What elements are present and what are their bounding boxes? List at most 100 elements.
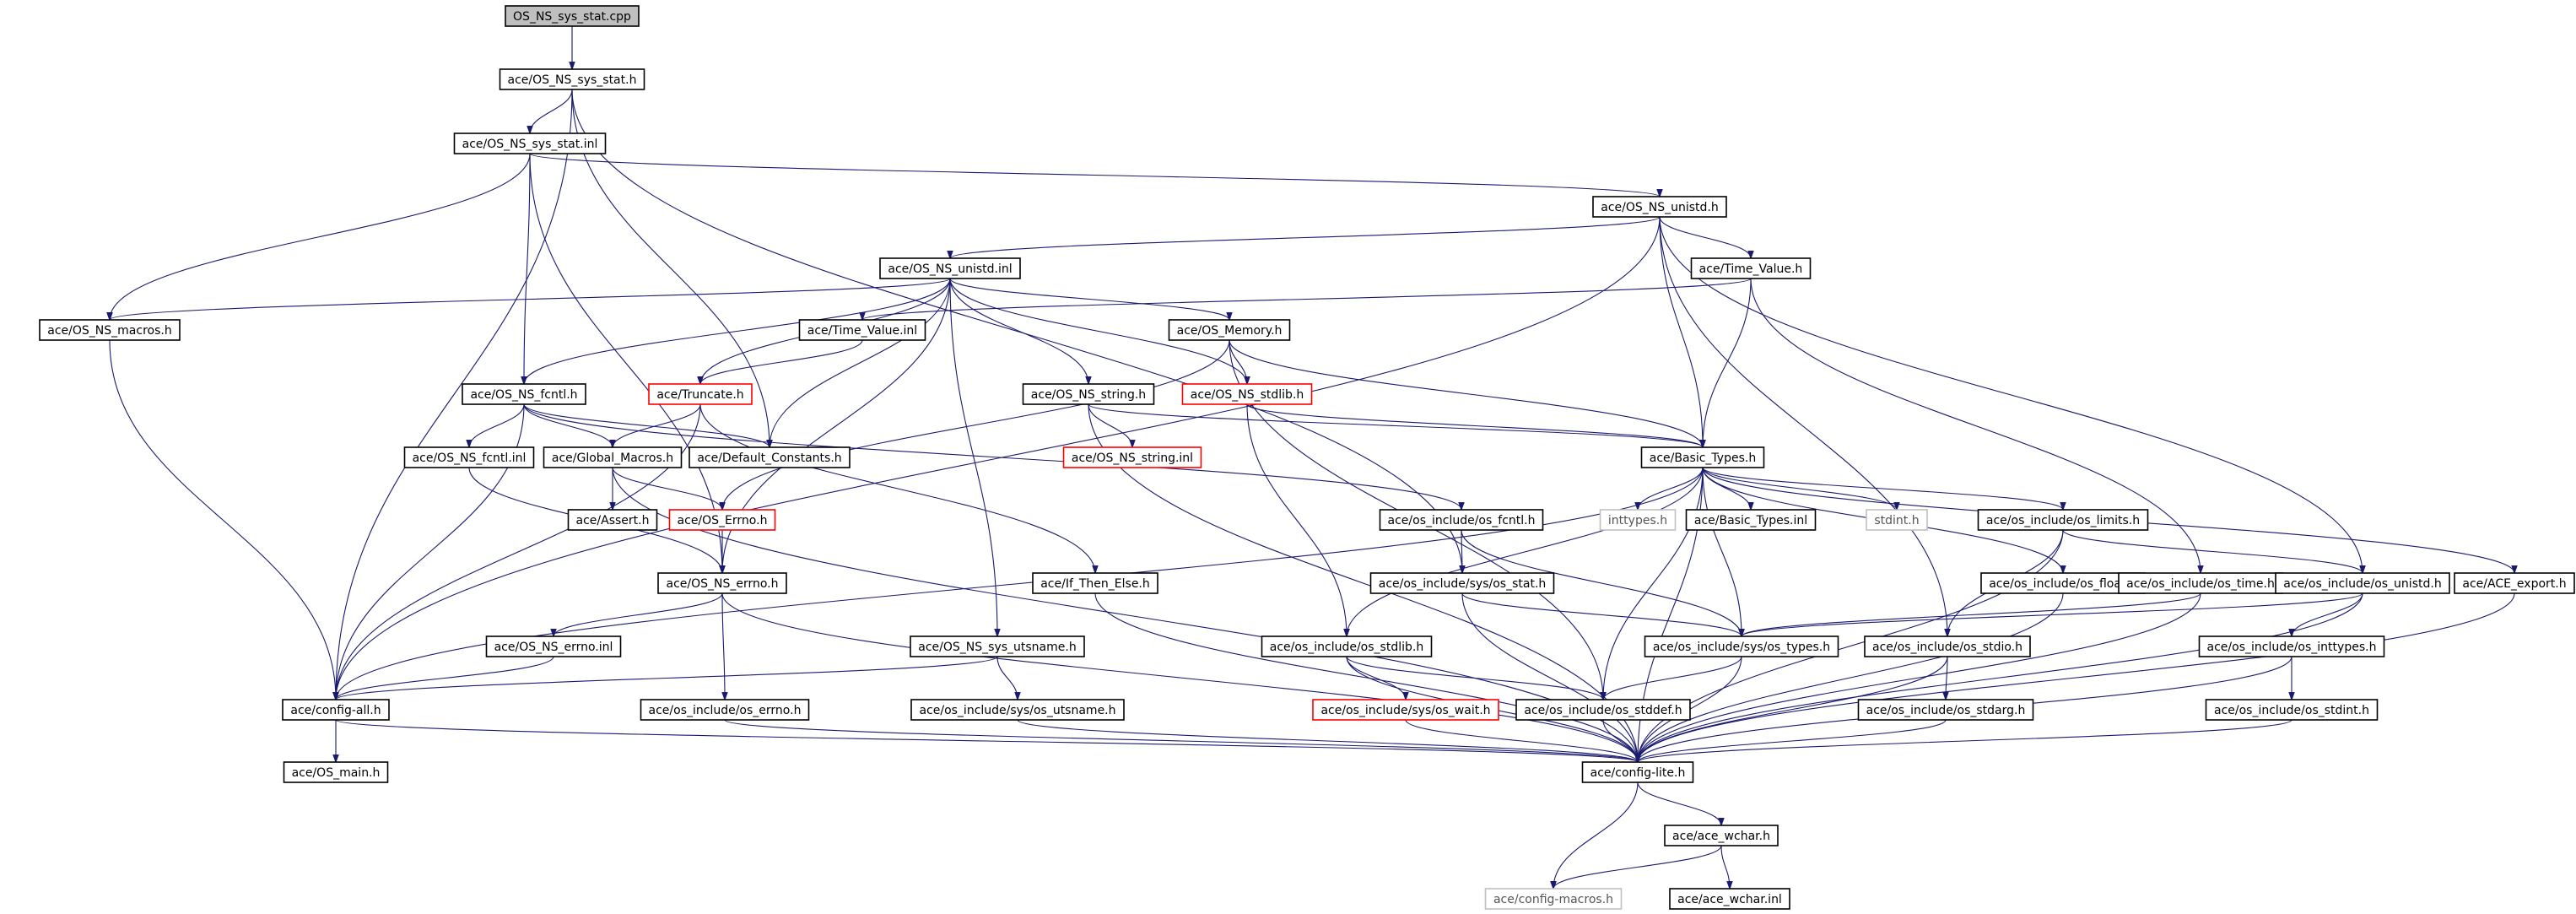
node-ace-os-include-os-float-h[interactable]: ace/os_include/os_float.h [1980, 572, 2146, 594]
node-ace-os-include-os-errno-h[interactable]: ace/os_include/os_errno.h [640, 699, 810, 721]
node-box [485, 635, 622, 657]
node-ace-os-include-os-time-h[interactable]: ace/os_include/os_time.h [2118, 572, 2283, 594]
edge-n32-n47 [1638, 592, 2515, 762]
node-label: ace/OS_NS_string.h [1031, 388, 1146, 402]
edge-n31-n38 [2292, 592, 2363, 636]
edge-n44-n47 [1638, 719, 1947, 762]
edge-n13-n18 [1246, 403, 1703, 447]
edge-n2-n39 [336, 89, 573, 700]
edge-n10-n16 [523, 403, 770, 447]
node-box [657, 572, 787, 594]
node-os-ns-sys-stat-cpp: OS_NS_sys_stat.cpp [505, 5, 640, 27]
edge-n33-n39 [336, 656, 554, 700]
node-ace-os-include-os-stdlib-h[interactable]: ace/os_include/os_stdlib.h [1261, 635, 1433, 657]
node-ace-os-memory-h[interactable]: ace/OS_Memory.h [1168, 319, 1291, 341]
edge-n36-n43 [1603, 656, 1742, 700]
edge-n26-n47 [721, 592, 1638, 762]
node-label: ace/OS_NS_unistd.h [1601, 201, 1719, 214]
node-box [462, 383, 586, 405]
node-ace-os-ns-errno-h[interactable]: ace/OS_NS_errno.h [657, 572, 787, 594]
node-ace-config-all-h[interactable]: ace/config-all.h [282, 699, 390, 721]
node-ace-time-value-inl[interactable]: ace/Time_Value.inl [798, 319, 926, 341]
node-ace-os-ns-macros-h[interactable]: ace/OS_NS_macros.h [39, 319, 181, 341]
edge-n5-n13 [949, 278, 1247, 384]
edge-n42-n47 [1405, 719, 1638, 762]
node-label: ace/os_include/os_stdint.h [2214, 704, 2369, 717]
node-ace-os-include-os-stdint-h[interactable]: ace/os_include/os_stdint.h [2205, 699, 2379, 721]
node-ace-os-include-sys-os-types-h[interactable]: ace/os_include/sys/os_types.h [1644, 635, 1839, 657]
node-ace-os-include-sys-os-stat-h[interactable]: ace/os_include/sys/os_stat.h [1369, 572, 1555, 594]
node-label: ace/Truncate.h [656, 388, 743, 402]
node-box [1640, 446, 1765, 468]
node-ace-os-ns-string-inl[interactable]: ace/OS_NS_string.inl [1062, 446, 1202, 468]
node-ace-os-ns-string-h[interactable]: ace/OS_NS_string.h [1022, 383, 1155, 405]
edge-n28-n36 [1461, 592, 1742, 636]
node-ace-os-ns-fcntl-h[interactable]: ace/OS_NS_fcntl.h [462, 383, 586, 405]
node-box [283, 761, 389, 783]
node-box [1864, 635, 2031, 657]
node-ace-os-errno-h[interactable]: ace/OS_Errno.h [668, 509, 776, 531]
node-ace-os-ns-unistd-h[interactable]: ace/OS_NS_unistd.h [1592, 196, 1727, 218]
node-ace-os-include-sys-os-utsname-h[interactable]: ace/os_include/sys/os_utsname.h [910, 699, 1125, 721]
node-ace-if-then-else-h[interactable]: ace/If_Then_Else.h [1032, 572, 1158, 594]
node-label: ace/os_include/os_fcntl.h [1388, 514, 1536, 527]
node-ace-os-ns-stdlib-h[interactable]: ace/OS_NS_stdlib.h [1181, 383, 1313, 405]
node-ace-os-ns-errno-inl[interactable]: ace/OS_NS_errno.inl [485, 635, 622, 657]
edge-n34-n41 [996, 656, 1018, 700]
node-label: inttypes.h [1608, 514, 1667, 527]
node-ace-os-include-sys-os-wait-h[interactable]: ace/os_include/sys/os_wait.h [1312, 699, 1499, 721]
node-label: ace/Basic_Types.inl [1694, 514, 1807, 527]
node-label: ace/OS_NS_stdlib.h [1191, 388, 1304, 402]
node-ace-os-include-os-stdarg-h[interactable]: ace/os_include/os_stdarg.h [1857, 699, 2034, 721]
node-box [1369, 572, 1555, 594]
node-box [1664, 825, 1779, 846]
node-ace-default-constants-h[interactable]: ace/Default_Constants.h [689, 446, 851, 468]
node-ace-os-ns-sys-stat-inl[interactable]: ace/OS_NS_sys_stat.inl [453, 133, 607, 154]
node-ace-ace-export-h[interactable]: ace/ACE_export.h [2454, 572, 2575, 594]
node-ace-time-value-h[interactable]: ace/Time_Value.h [1690, 257, 1812, 279]
node-ace-os-ns-sys-stat-h[interactable]: ace/OS_NS_sys_stat.h [499, 68, 645, 90]
node-ace-os-ns-sys-utsname-h[interactable]: ace/OS_NS_sys_utsname.h [910, 635, 1085, 657]
edge-n4-n37 [1659, 216, 1947, 636]
node-ace-os-ns-fcntl-inl[interactable]: ace/OS_NS_fcntl.inl [403, 446, 535, 468]
node-box [1484, 888, 1623, 910]
node-ace-os-include-os-limits-h[interactable]: ace/os_include/os_limits.h [1977, 509, 2149, 531]
edge-n26-n33 [554, 592, 723, 636]
edge-n3-n4 [529, 153, 1660, 197]
node-label: ace/os_include/os_stddef.h [1524, 704, 1682, 717]
node-ace-basic-types-inl[interactable]: ace/Basic_Types.inl [1685, 509, 1817, 531]
edge-n4-n18 [1659, 216, 1703, 447]
node-box [1062, 446, 1202, 468]
node-ace-os-include-os-stddef-h[interactable]: ace/os_include/os_stddef.h [1515, 699, 1691, 721]
node-stdint-h[interactable]: stdint.h [1866, 509, 1928, 531]
edge-n47-n49 [1553, 781, 1639, 889]
node-ace-ace-wchar-inl[interactable]: ace/ace_wchar.inl [1669, 888, 1790, 910]
node-ace-os-include-os-unistd-h[interactable]: ace/os_include/os_unistd.h [2275, 572, 2450, 594]
node-box [1866, 509, 1928, 531]
edge-n2-n3 [530, 89, 573, 133]
node-ace-os-ns-unistd-inl[interactable]: ace/OS_NS_unistd.inl [879, 257, 1021, 279]
node-ace-truncate-h[interactable]: ace/Truncate.h [648, 383, 753, 405]
node-label: ace/ACE_export.h [2462, 577, 2566, 591]
node-ace-global-macros-h[interactable]: ace/Global_Macros.h [543, 446, 683, 468]
edge-n25-n47 [1638, 529, 2064, 762]
node-box [1581, 761, 1694, 783]
node-ace-ace-wchar-h[interactable]: ace/ace_wchar.h [1664, 825, 1779, 846]
edge-n4-n31 [1659, 216, 2363, 573]
node-label: ace/OS_NS_sys_stat.h [508, 73, 637, 87]
node-box [1857, 699, 2034, 721]
node-ace-os-include-os-inttypes-h[interactable]: ace/os_include/os_inttypes.h [2198, 635, 2385, 657]
node-ace-config-macros-h[interactable]: ace/config-macros.h [1484, 888, 1623, 910]
edge-n29-n47 [1638, 592, 2064, 762]
node-ace-basic-types-h[interactable]: ace/Basic_Types.h [1640, 446, 1765, 468]
node-ace-os-include-os-fcntl-h[interactable]: ace/os_include/os_fcntl.h [1379, 509, 1544, 531]
edge-n4-n6 [1659, 216, 1751, 258]
node-ace-os-include-os-stdio-h[interactable]: ace/os_include/os_stdio.h [1864, 635, 2031, 657]
node-ace-assert-h[interactable]: ace/Assert.h [567, 509, 658, 531]
node-box [640, 699, 810, 721]
node-ace-os-main-h[interactable]: ace/OS_main.h [283, 761, 389, 783]
node-inttypes-h[interactable]: inttypes.h [1599, 509, 1677, 531]
node-box [1977, 509, 2149, 531]
node-ace-config-lite-h[interactable]: ace/config-lite.h [1581, 761, 1694, 783]
